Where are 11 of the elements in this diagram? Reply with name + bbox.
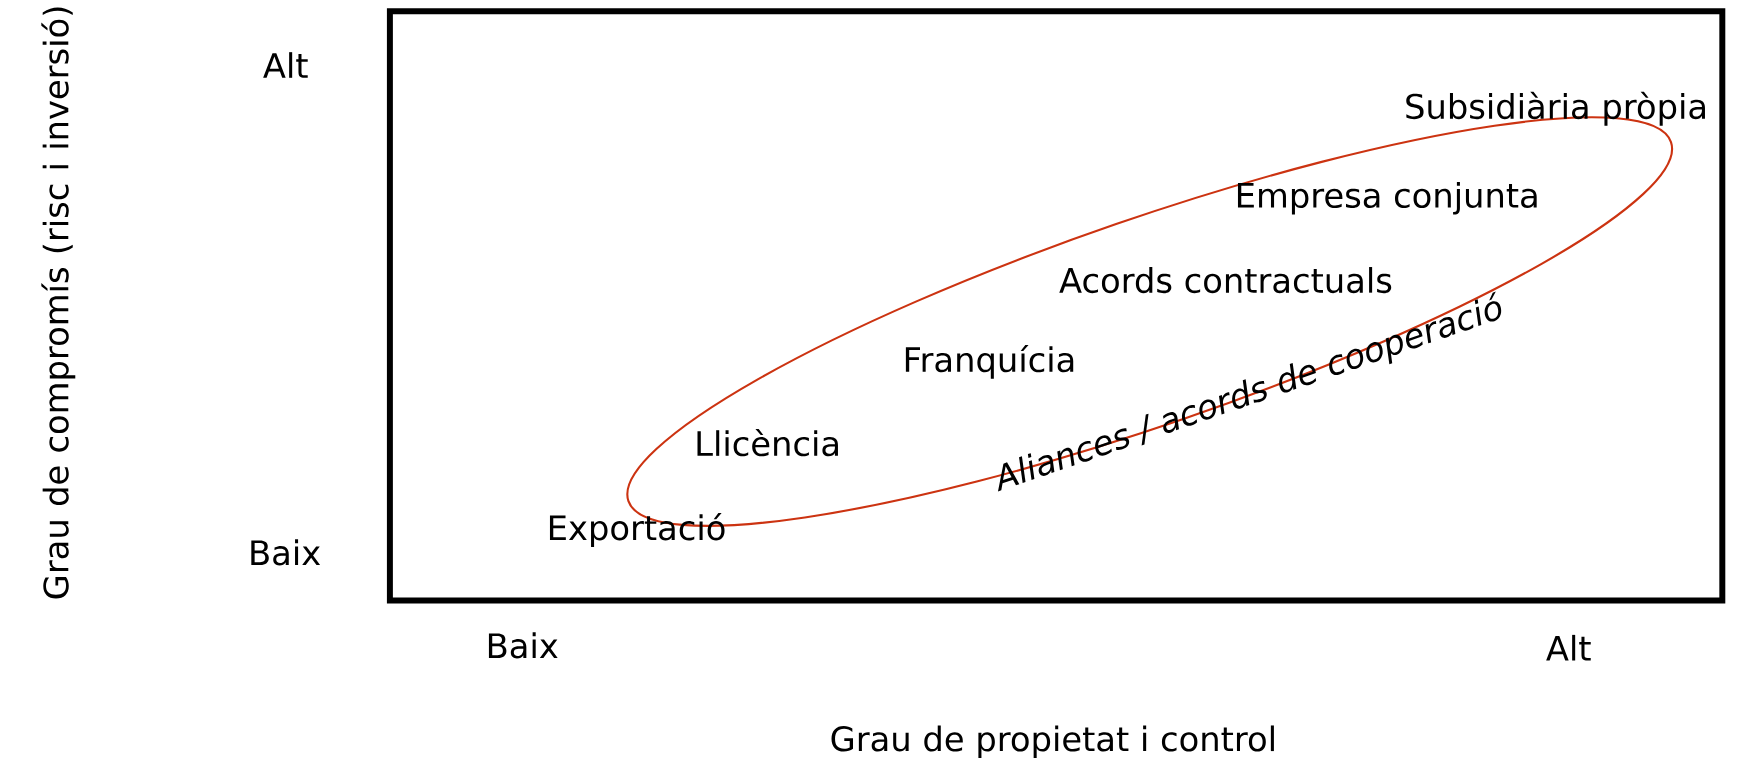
strategy-label: Subsidiària pròpia: [1406, 91, 1705, 126]
strategy-label: Exportació: [549, 513, 725, 547]
strategy-label: Empresa conjunta: [1237, 181, 1537, 215]
axis-tick-label: Baix: [251, 539, 321, 566]
strategy-label: Franquícia: [905, 344, 1074, 379]
axis-tick-label: Alt: [1546, 634, 1591, 661]
axis-title: Grau de propietat i control: [831, 725, 1274, 759]
axis-title: Grau de compromís (risc i inversió): [41, 7, 76, 599]
strategy-label: Llicència: [697, 428, 838, 457]
axis-tick-label: Alt: [263, 52, 308, 78]
axis-tick-label: Baix: [488, 632, 558, 659]
